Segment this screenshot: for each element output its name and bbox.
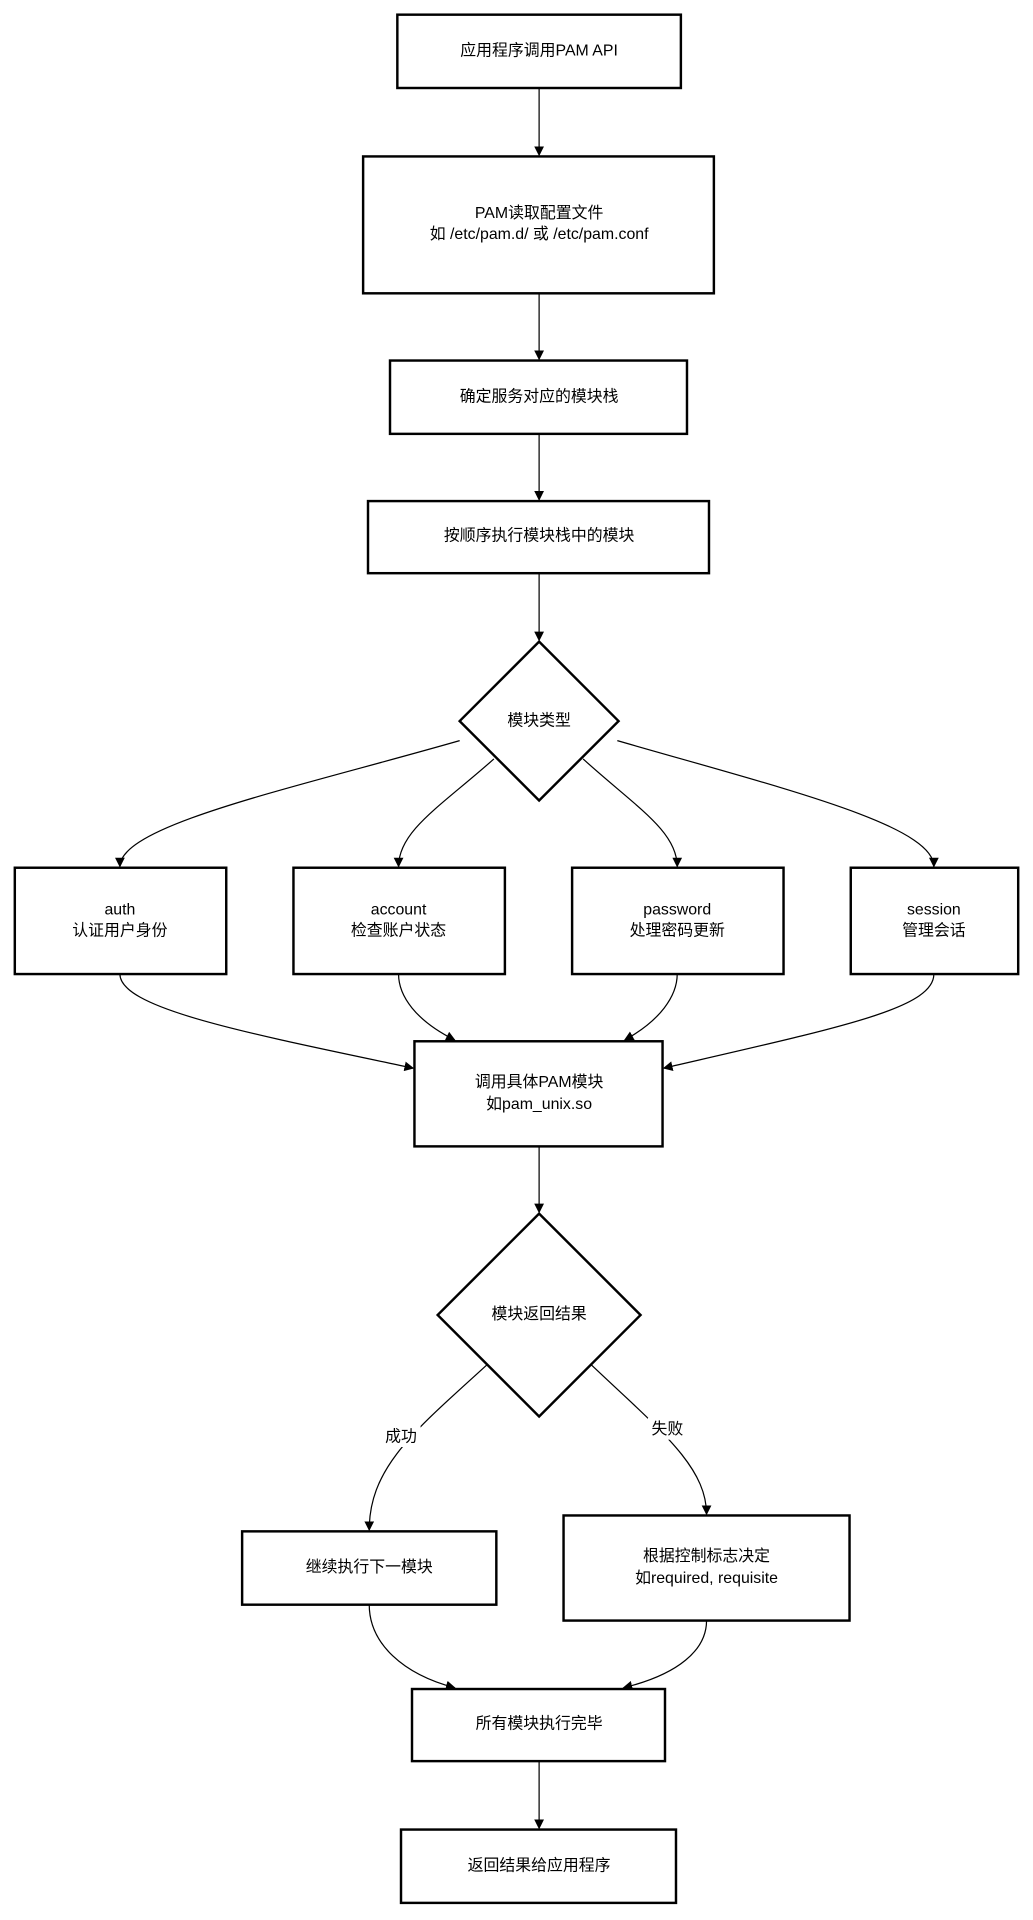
- svg-text:PAM读取配置文件: PAM读取配置文件: [475, 204, 604, 222]
- svg-text:返回结果给应用程序: 返回结果给应用程序: [468, 1855, 611, 1874]
- svg-text:所有模块执行完毕: 所有模块执行完毕: [476, 1715, 603, 1733]
- node-execute-in-order: 按顺序执行模块栈中的模块: [366, 499, 711, 575]
- svg-text:继续执行下一模块: 继续执行下一模块: [306, 1558, 433, 1576]
- node-all-done: 所有模块执行完毕: [410, 1687, 667, 1763]
- svg-text:模块类型: 模块类型: [507, 711, 571, 729]
- svg-text:模块返回结果: 模块返回结果: [491, 1305, 586, 1323]
- svg-text:password: password: [643, 902, 711, 919]
- svg-text:检查账户状态: 检查账户状态: [351, 921, 446, 939]
- node-auth: auth 认证用户身份: [13, 866, 228, 976]
- decision-module-result: 模块返回结果: [435, 1211, 643, 1419]
- svg-text:account: account: [371, 902, 427, 919]
- edge-account-call: [397, 974, 456, 1041]
- edge-label-success: 成功: [381, 1425, 421, 1448]
- svg-text:失败: 失败: [652, 1420, 684, 1438]
- svg-text:按顺序执行模块栈中的模块: 按顺序执行模块栈中的模块: [444, 527, 635, 545]
- node-call-module: 调用具体PAM模块 如pam_unix.so: [413, 1040, 664, 1148]
- edge-type-session: [617, 740, 939, 868]
- edge-type-password: [582, 758, 683, 868]
- svg-text:调用具体PAM模块: 调用具体PAM模块: [475, 1073, 604, 1091]
- edge-continue-done: [368, 1604, 456, 1691]
- svg-text:应用程序调用PAM API: 应用程序调用PAM API: [460, 41, 618, 60]
- svg-text:auth: auth: [104, 902, 135, 919]
- node-read-config: PAM读取配置文件 如 /etc/pam.d/ 或 /etc/pam.conf: [361, 155, 716, 295]
- node-session: session 管理会话: [849, 866, 1020, 976]
- svg-text:确定服务对应的模块栈: 确定服务对应的模块栈: [460, 386, 619, 405]
- edge-result-continue: [364, 1364, 487, 1532]
- node-return-result: 返回结果给应用程序: [399, 1828, 678, 1905]
- decision-module-type: 模块类型: [457, 639, 621, 803]
- svg-text:如required, requisite: 如required, requisite: [635, 1569, 778, 1587]
- svg-text:认证用户身份: 认证用户身份: [72, 921, 167, 939]
- node-determine-stack: 确定服务对应的模块栈: [388, 359, 689, 436]
- edges: [115, 87, 939, 1830]
- node-password: password 处理密码更新: [570, 866, 785, 976]
- edge-control-done: [622, 1620, 708, 1691]
- edge-type-auth: [115, 740, 460, 868]
- svg-text:session: session: [907, 902, 961, 919]
- edge-type-account: [393, 758, 495, 868]
- node-start: 应用程序调用PAM API: [396, 13, 683, 90]
- node-continue-next: 继续执行下一模块: [240, 1530, 498, 1606]
- edge-password-call: [623, 974, 678, 1041]
- svg-text:根据控制标志决定: 根据控制标志决定: [643, 1547, 770, 1565]
- svg-text:如pam_unix.so: 如pam_unix.so: [486, 1095, 592, 1113]
- edge-session-call: [662, 974, 935, 1071]
- svg-text:处理密码更新: 处理密码更新: [630, 921, 725, 939]
- edge-auth-call: [119, 974, 415, 1072]
- svg-text:管理会话: 管理会话: [902, 921, 966, 939]
- svg-text:如 /etc/pam.d/ 或 /etc/pam.conf: 如 /etc/pam.d/ 或 /etc/pam.conf: [430, 225, 649, 243]
- edge-result-control: [591, 1364, 712, 1516]
- svg-text:成功: 成功: [385, 1427, 417, 1445]
- node-account: account 检查账户状态: [292, 866, 507, 976]
- edge-label-failure: 失败: [647, 1417, 687, 1440]
- node-control-flag: 根据控制标志决定 如required, requisite: [562, 1514, 851, 1622]
